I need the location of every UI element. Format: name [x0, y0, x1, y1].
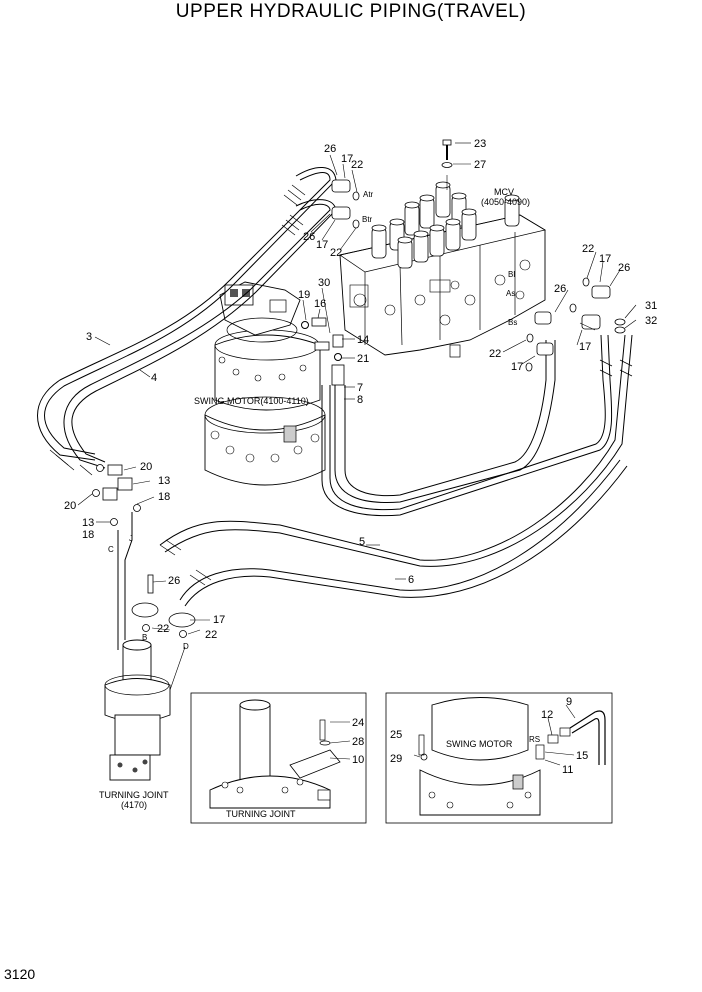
port-bs: Bs	[508, 318, 517, 327]
callout-13: 13	[82, 517, 94, 529]
inset-turning-joint	[190, 692, 367, 824]
callout-16: 16	[314, 298, 326, 310]
mcv-range-label: (4050-4090)	[481, 197, 530, 207]
callout-5: 5	[359, 536, 365, 548]
callout-22: 22	[489, 348, 501, 360]
component-labels: MCV (4050-4090) SWING MOTOR(4100-4110) T…	[99, 187, 540, 819]
callout-17: 17	[599, 253, 611, 265]
callout-26: 26	[554, 283, 566, 295]
callout-22: 22	[330, 247, 342, 259]
inset-swing-motor-label: SWING MOTOR	[446, 739, 513, 749]
callout-12: 12	[541, 709, 553, 721]
callout-17: 17	[341, 153, 353, 165]
callout-26: 26	[303, 231, 315, 243]
hose-braids	[49, 184, 633, 586]
callout-17: 17	[511, 361, 523, 373]
mcv-label: MCV	[494, 187, 514, 197]
fittings	[92, 179, 626, 638]
callout-23: 23	[474, 138, 486, 150]
callout-20: 20	[140, 461, 152, 473]
callout-14: 14	[357, 334, 369, 346]
turning-joint-assembly	[104, 639, 171, 781]
callout-22: 22	[157, 623, 169, 635]
inset-turning-joint-label: TURNING JOINT	[226, 809, 296, 819]
callout-26: 26	[324, 143, 336, 155]
callout-32: 32	[645, 315, 657, 327]
turning-joint-number: (4170)	[121, 800, 147, 810]
callout-22: 22	[351, 159, 363, 171]
callout-24: 24	[352, 717, 364, 729]
callout-20: 20	[64, 500, 76, 512]
callout-3: 3	[86, 331, 92, 343]
callout-13: 13	[158, 475, 170, 487]
callout-6: 6	[408, 574, 414, 586]
port-d: D	[183, 642, 189, 651]
callout-10: 10	[352, 754, 364, 766]
callout-8: 8	[357, 394, 363, 406]
port-c: C	[108, 545, 114, 554]
port-bl: Bl	[508, 270, 515, 279]
port-b: B	[142, 633, 147, 642]
page-title: UPPER HYDRAULIC PIPING(TRAVEL)	[175, 1, 527, 22]
callout-21: 21	[357, 353, 369, 365]
port-j: J	[129, 534, 133, 543]
callout-4: 4	[151, 372, 157, 384]
callout-9: 9	[566, 696, 572, 708]
callout-17: 17	[213, 614, 225, 626]
leader-lines	[77, 142, 637, 766]
callout-31: 31	[645, 300, 657, 312]
callout-29: 29	[390, 753, 402, 765]
callout-30: 30	[318, 277, 330, 289]
callout-18: 18	[158, 491, 170, 503]
inset-swing-motor	[385, 692, 613, 824]
callout-28: 28	[352, 736, 364, 748]
callout-15: 15	[576, 750, 588, 762]
callout-18: 18	[82, 529, 94, 541]
callout-26: 26	[168, 575, 180, 587]
callout-numbers: 26 17 22 26 17 22 23 27 3 4 30 19 16 14 …	[64, 138, 657, 776]
turning-joint-label: TURNING JOINT	[99, 790, 169, 800]
hose-lines	[37, 167, 633, 650]
port-rs: RS	[529, 735, 540, 744]
callout-27: 27	[474, 159, 486, 171]
callout-7: 7	[357, 382, 363, 394]
callout-22: 22	[205, 629, 217, 641]
callout-17: 17	[579, 341, 591, 353]
callout-19: 19	[298, 289, 310, 301]
page-number: 3120	[4, 966, 36, 982]
port-as: As	[506, 289, 515, 298]
callout-26: 26	[618, 262, 630, 274]
callout-22: 22	[582, 243, 594, 255]
swing-motor-assembly	[204, 281, 345, 486]
port-btr: Btr	[362, 215, 373, 224]
mcv-assembly	[339, 139, 546, 358]
callout-17: 17	[316, 239, 328, 251]
port-atr: Atr	[363, 190, 374, 199]
swing-motor-label: SWING MOTOR(4100-4110)	[194, 396, 309, 406]
callout-11: 11	[562, 764, 573, 776]
callout-25: 25	[390, 729, 402, 741]
